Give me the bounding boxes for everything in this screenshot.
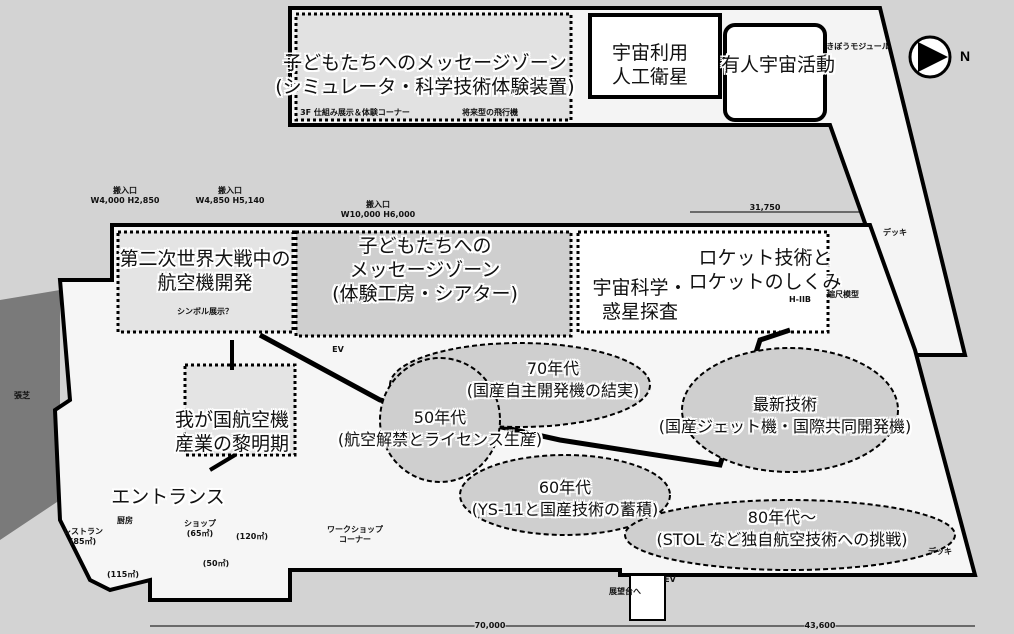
future-aircraft: 将来型の飛行機 <box>462 108 518 117</box>
shop-label: ショップ(65㎡) <box>184 519 216 538</box>
workshop-corner: ワークショップコーナー <box>327 525 383 544</box>
zone-kids-simulator: 子どもたちへのメッセージゾーン(シミュレータ・科学技術体験装置) <box>275 52 575 98</box>
kitchen-label: 厨房 <box>117 516 133 525</box>
zone-60s-label: 60年代(YS-11と国産技術の蓄積) <box>471 478 659 519</box>
zone-rocket: ロケット技術とロケットのしくみ <box>688 247 842 293</box>
zone-entrance: エントランス <box>111 486 225 508</box>
compass-label: N <box>960 48 971 64</box>
h2b-rocket: H-IIB <box>788 295 812 304</box>
planet-room <box>576 230 830 334</box>
room-120: (120㎡) <box>235 532 269 541</box>
zone-ww2: 第二次世界大戦中の航空機開発 <box>119 248 291 294</box>
ww2-room <box>116 230 295 334</box>
dawn-room <box>183 363 297 457</box>
third-floor-zone <box>294 12 573 122</box>
dimension-43600: 43,600 <box>804 621 836 631</box>
manned-room <box>723 23 827 122</box>
elevator-1: EV <box>664 575 676 584</box>
workshop-room <box>294 230 573 338</box>
observatory-sign: 展望台へ <box>609 587 641 596</box>
zone-latest-label: 最新技術(国産ジェット機・国際共同開発機) <box>658 395 912 436</box>
space-use-room <box>588 13 722 99</box>
room-115: (115㎡) <box>106 570 140 579</box>
zone-planet: 宇宙科学・惑星探査 <box>592 277 688 323</box>
third-floor-label: 3F 仕組み展示＆体験コーナー <box>300 108 410 117</box>
zone-80s-label: 80年代～(STOL など独自航空技術への挑戦) <box>656 508 908 549</box>
dimension-70000: 70,000 <box>474 621 506 631</box>
symbol-exhibit: シンボル展示？ <box>177 307 233 316</box>
lawn-area <box>0 290 60 540</box>
zone-60s <box>459 454 671 536</box>
zone-50s-label: 50年代(航空解禁とライセンス生産) <box>337 408 543 449</box>
zone-latest <box>681 347 899 473</box>
room-50: (50㎡) <box>202 559 230 568</box>
zone-dawn: 我が国航空機産業の黎明期 <box>174 409 290 455</box>
deck-label-1: デッキ <box>883 228 907 237</box>
zone-80s <box>624 499 956 571</box>
zone-manned-space: 有人宇宙活動 <box>720 54 836 76</box>
route-line <box>258 327 791 468</box>
zone-50s <box>379 357 501 483</box>
stair-ev <box>629 574 666 621</box>
kibo-module: きぼうモジュール <box>826 42 890 51</box>
zone-space-use: 宇宙利用人工衛星 <box>611 42 689 88</box>
lawn-label: 張芝 <box>14 391 30 400</box>
deck-label-2: デッキ <box>928 547 952 556</box>
scale-model: 縮尺模型 <box>827 290 859 299</box>
zone-70s-label: 70年代(国産自主開発機の結実) <box>466 359 640 400</box>
zone-kids-workshop: 子どもたちへのメッセージゾーン(体験工房・シアター) <box>332 235 518 305</box>
elevator-2: EV <box>332 345 344 354</box>
dimension-31750: 31,750 <box>749 203 781 212</box>
restaurant-label: レストラン(85㎡) <box>63 527 103 546</box>
